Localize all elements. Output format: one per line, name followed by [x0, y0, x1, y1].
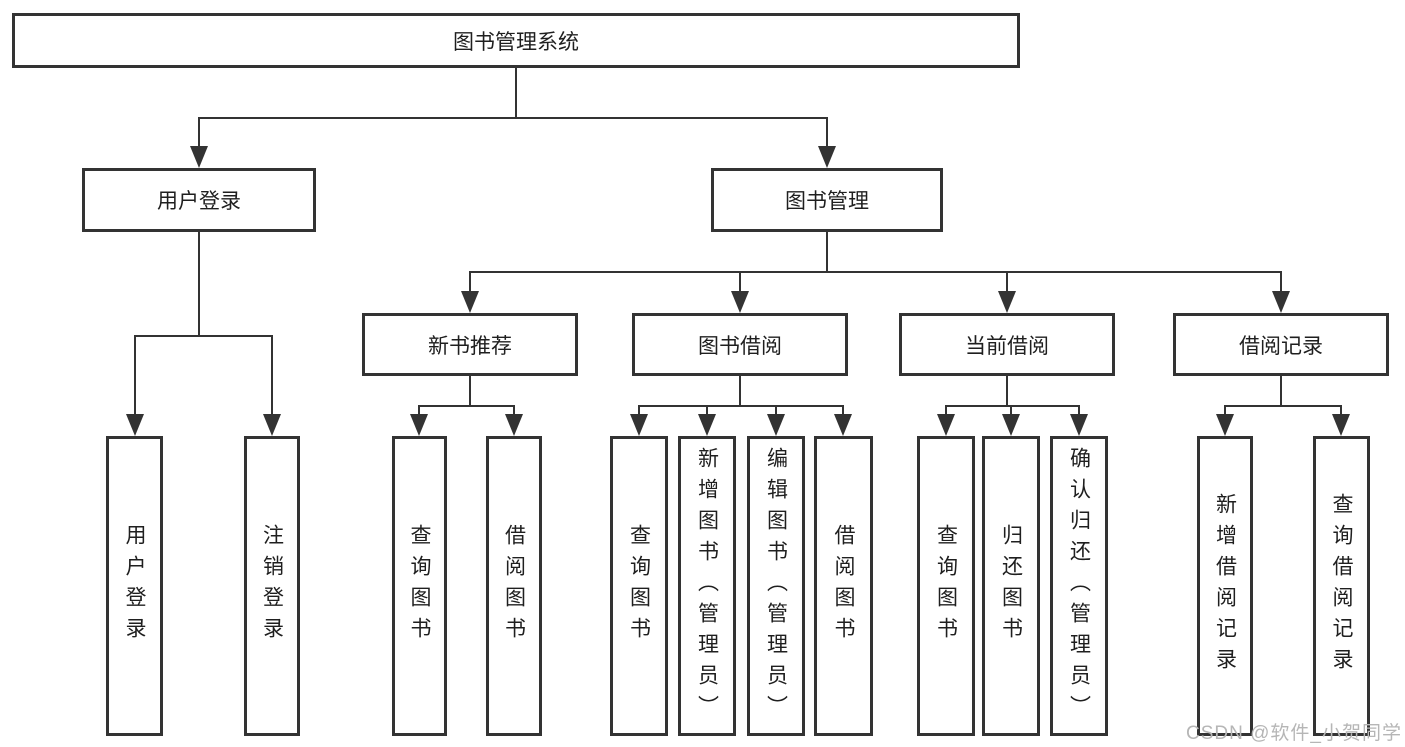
leaf-confirm-return-admin: 确认归还（管理员） [1050, 436, 1108, 736]
arrowhead-down [937, 414, 955, 436]
leaf-logout: 注销登录 [244, 436, 300, 736]
leaf-borrow-books-label: 借阅图书 [832, 524, 855, 648]
node-book-mgmt-label: 图书管理 [785, 190, 869, 213]
arrowhead-down [767, 414, 785, 436]
leaf-query-borrow-record-label: 查询借阅记录 [1330, 493, 1353, 679]
connector-root-bar [199, 117, 827, 119]
arrowhead-down [505, 414, 523, 436]
leaf-edit-book-admin: 编辑图书（管理员） [747, 436, 805, 736]
connector-userlogin-drop-2 [271, 335, 273, 416]
arrowhead-down [698, 414, 716, 436]
leaf-borrow-books: 借阅图书 [814, 436, 873, 736]
leaf-return-book: 归还图书 [982, 436, 1040, 736]
arrowhead-down [263, 414, 281, 436]
node-new-book-recommend-label: 新书推荐 [428, 334, 512, 358]
arrowhead-down [998, 291, 1016, 313]
arrowhead-down [1216, 414, 1234, 436]
connector-recommend-trunk [469, 376, 471, 406]
connector-root-drop-right [826, 117, 828, 148]
connector-borrow-trunk [739, 376, 741, 406]
node-current-borrow: 当前借阅 [899, 313, 1115, 376]
connector-root-drop-left [198, 117, 200, 148]
node-root-label: 图书管理系统 [453, 30, 579, 54]
arrowhead-down [190, 146, 208, 168]
leaf-edit-book-admin-label: 编辑图书（管理员） [764, 446, 788, 726]
leaf-recommend-borrow-books: 借阅图书 [486, 436, 542, 736]
leaf-user-login-label: 用户登录 [123, 524, 146, 648]
connector-borrow-drop-4 [842, 405, 844, 416]
connector-borrow-bar [639, 405, 844, 407]
connector-records-drop-2 [1340, 405, 1342, 416]
connector-recommend-drop-2 [513, 405, 515, 416]
leaf-add-book-admin: 新增图书（管理员） [678, 436, 736, 736]
connector-current-drop-2 [1010, 405, 1012, 416]
leaf-add-book-admin-label: 新增图书（管理员） [695, 446, 719, 726]
node-user-login-label: 用户登录 [157, 190, 241, 213]
leaf-logout-label: 注销登录 [260, 524, 284, 648]
leaf-recommend-query-books: 查询图书 [392, 436, 447, 736]
arrowhead-down [834, 414, 852, 436]
arrowhead-down [126, 414, 144, 436]
leaf-borrow-query-books: 查询图书 [610, 436, 668, 736]
leaf-current-query-books-label: 查询图书 [934, 524, 958, 648]
connector-bookmgmt-drop-3 [1006, 271, 1008, 293]
node-borrow-records: 借阅记录 [1173, 313, 1389, 376]
connector-bookmgmt-drop-2 [739, 271, 741, 293]
leaf-current-query-books: 查询图书 [917, 436, 975, 736]
arrowhead-down [461, 291, 479, 313]
leaf-add-borrow-record: 新增借阅记录 [1197, 436, 1253, 736]
arrowhead-down [1332, 414, 1350, 436]
connector-current-drop-3 [1078, 405, 1080, 416]
connector-current-trunk [1006, 376, 1008, 406]
connector-userlogin-trunk [198, 232, 200, 336]
connector-current-bar [946, 405, 1080, 407]
connector-current-drop-1 [945, 405, 947, 416]
arrowhead-down [1272, 291, 1290, 313]
connector-root-trunk [515, 68, 517, 118]
connector-userlogin-drop-1 [134, 335, 136, 416]
node-book-mgmt: 图书管理 [711, 168, 943, 232]
connector-bookmgmt-bar [469, 271, 1282, 273]
connector-recommend-bar [419, 405, 515, 407]
connector-borrow-drop-1 [638, 405, 640, 416]
leaf-user-login: 用户登录 [106, 436, 163, 736]
leaf-recommend-query-books-label: 查询图书 [408, 524, 431, 648]
node-book-borrow-label: 图书借阅 [698, 334, 782, 358]
node-user-login: 用户登录 [82, 168, 316, 232]
connector-borrow-drop-3 [775, 405, 777, 416]
connector-recommend-drop-1 [418, 405, 420, 416]
connector-bookmgmt-drop-1 [469, 271, 471, 293]
leaf-add-borrow-record-label: 新增借阅记录 [1213, 493, 1237, 679]
node-current-borrow-label: 当前借阅 [965, 334, 1049, 358]
arrowhead-down [630, 414, 648, 436]
node-root: 图书管理系统 [12, 13, 1020, 68]
node-new-book-recommend: 新书推荐 [362, 313, 578, 376]
arrowhead-down [1070, 414, 1088, 436]
leaf-return-book-label: 归还图书 [999, 524, 1023, 648]
arrowhead-down [818, 146, 836, 168]
csdn-watermark: CSDN @软件_小贺同学 [1186, 723, 1402, 744]
node-book-borrow: 图书借阅 [632, 313, 848, 376]
leaf-query-borrow-record: 查询借阅记录 [1313, 436, 1370, 736]
arrowhead-down [1002, 414, 1020, 436]
leaf-recommend-borrow-books-label: 借阅图书 [502, 524, 526, 648]
node-borrow-records-label: 借阅记录 [1239, 334, 1323, 358]
arrowhead-down [731, 291, 749, 313]
connector-records-drop-1 [1224, 405, 1226, 416]
connector-bookmgmt-trunk [826, 232, 828, 272]
arrowhead-down [410, 414, 428, 436]
connector-bookmgmt-drop-4 [1280, 271, 1282, 293]
leaf-confirm-return-admin-label: 确认归还（管理员） [1067, 446, 1091, 726]
connector-records-bar [1225, 405, 1342, 407]
connector-records-trunk [1280, 376, 1282, 406]
connector-userlogin-bar [134, 335, 273, 337]
leaf-borrow-query-books-label: 查询图书 [627, 524, 651, 648]
connector-borrow-drop-2 [706, 405, 708, 416]
